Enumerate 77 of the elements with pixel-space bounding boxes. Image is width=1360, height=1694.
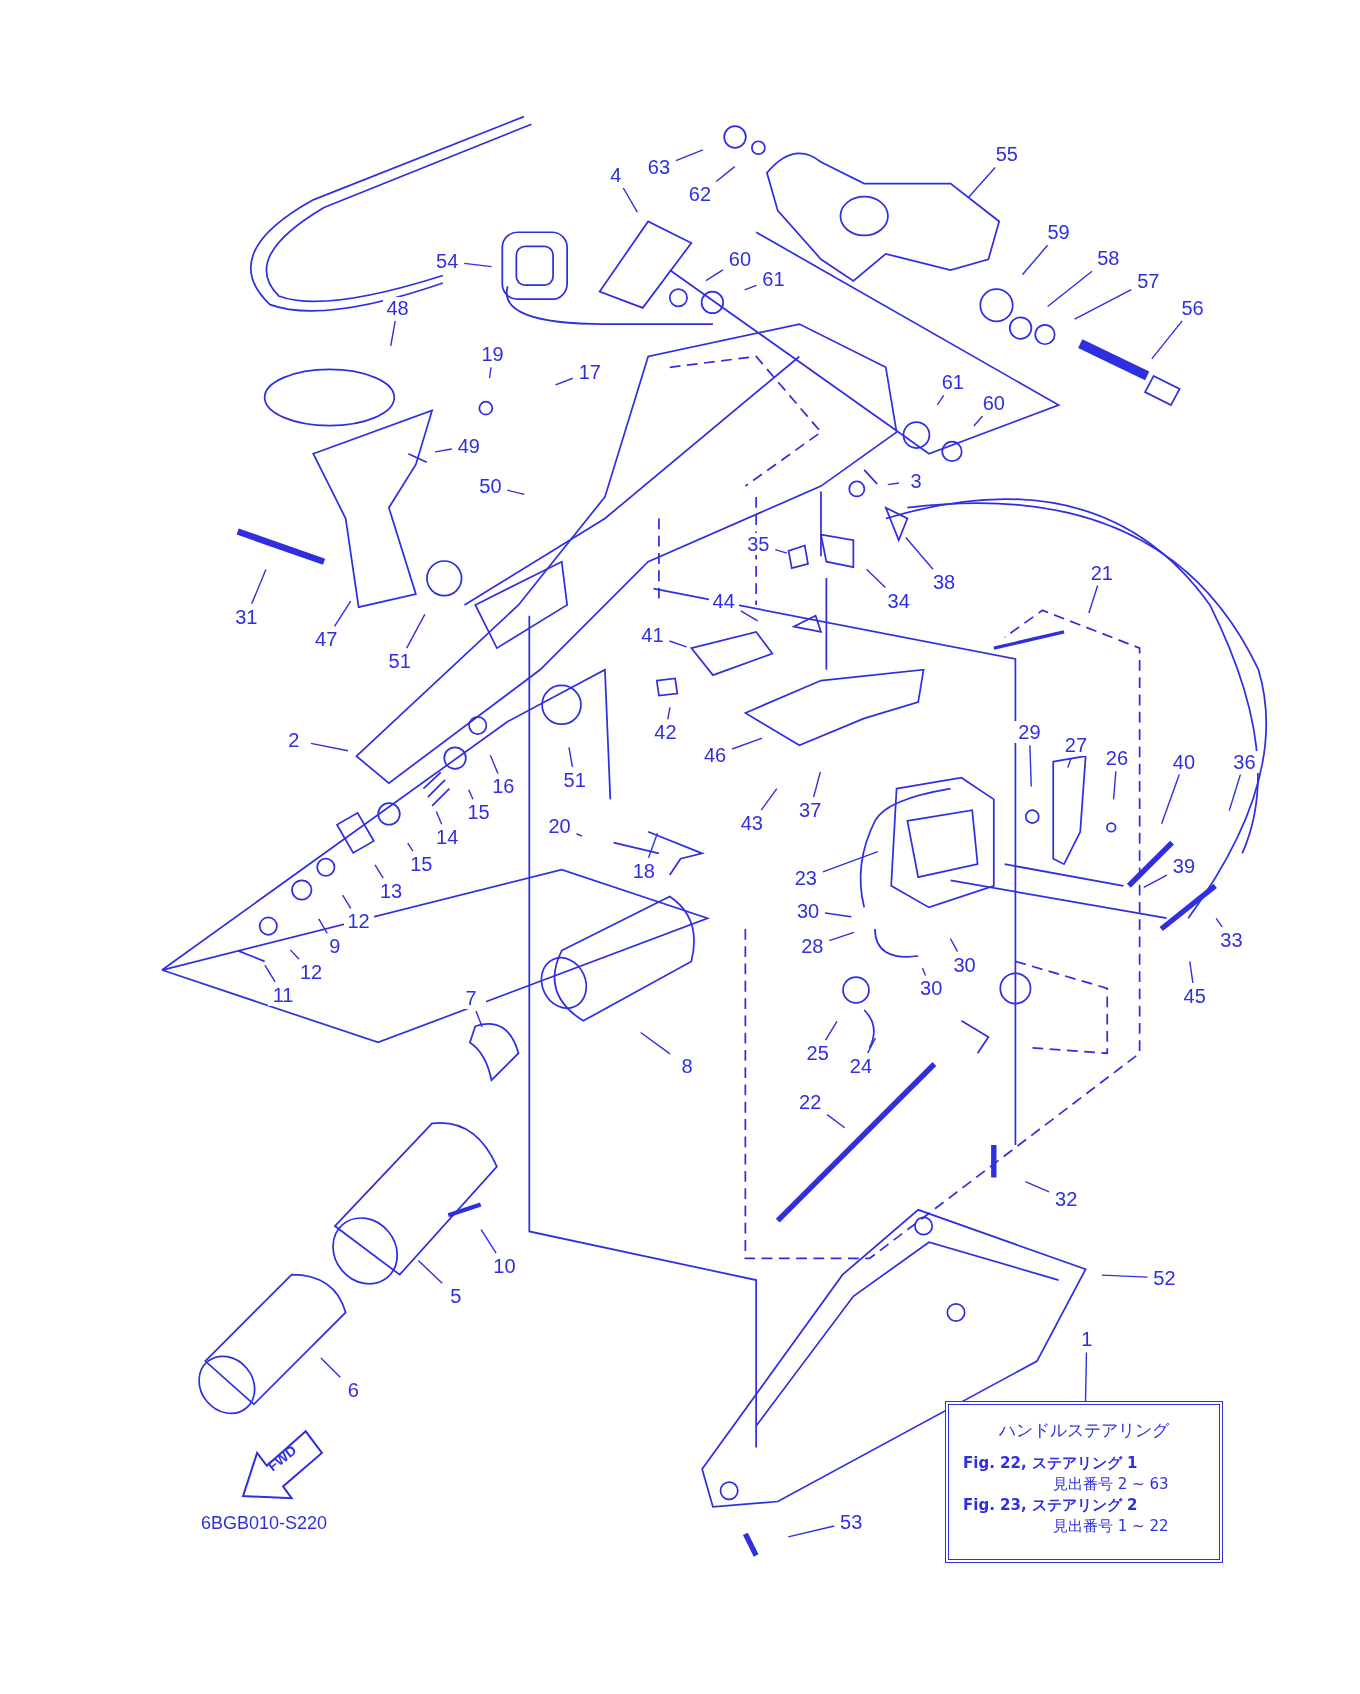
leader-line xyxy=(251,568,267,605)
leader-line xyxy=(812,771,822,798)
leader-line xyxy=(434,448,453,453)
drawing-code: 6BGB010-S220 xyxy=(200,1513,327,1535)
leader-line xyxy=(1215,917,1223,928)
leader-line xyxy=(554,377,574,386)
leader-line xyxy=(667,706,671,721)
leader-line xyxy=(639,1031,671,1055)
leader-line xyxy=(824,912,853,918)
leader-line xyxy=(1024,1180,1050,1193)
leader-line xyxy=(822,851,879,873)
leader-line xyxy=(668,640,688,648)
leader-line xyxy=(622,187,638,213)
leader-line xyxy=(407,842,414,852)
leader-line xyxy=(264,964,276,983)
leader-line xyxy=(1112,770,1117,801)
leader-line xyxy=(475,1010,483,1028)
leader-line xyxy=(417,1259,443,1284)
leader-line xyxy=(828,931,855,942)
leader-line xyxy=(1067,757,1072,769)
leader-line xyxy=(1189,960,1194,984)
leader-line xyxy=(1228,773,1242,812)
leader-line xyxy=(489,754,499,775)
leader-line xyxy=(787,1525,835,1538)
leader-line xyxy=(568,746,574,768)
leader-line xyxy=(774,548,788,554)
leader-line xyxy=(320,1357,341,1378)
leader-line xyxy=(973,415,984,427)
leader-line xyxy=(575,833,583,837)
leader-line xyxy=(1084,1351,1088,1402)
leader-line xyxy=(715,165,736,183)
leader-line xyxy=(887,482,900,486)
index-range: 見出番号 1 ~ 22 xyxy=(1052,1517,1170,1536)
leader-line xyxy=(905,536,934,570)
leader-line xyxy=(743,284,758,291)
leader-line xyxy=(866,1037,877,1054)
leader-line xyxy=(374,864,384,879)
panel-title: ハンドルステアリング xyxy=(998,1419,1170,1442)
leader-line xyxy=(1029,744,1032,788)
leader-line xyxy=(488,366,492,379)
leader-line xyxy=(865,568,887,589)
leader-line xyxy=(318,918,328,934)
leader-line xyxy=(435,810,443,825)
leader-line xyxy=(647,832,659,859)
leader-line xyxy=(1151,320,1183,360)
figure-reference: Fig. 22, ステアリング 1 xyxy=(963,1454,1139,1473)
leader-line xyxy=(506,489,525,496)
leader-line xyxy=(390,320,396,347)
leader-line xyxy=(949,937,959,953)
leader-line xyxy=(921,967,927,977)
leader-line xyxy=(1046,270,1093,308)
leader-line xyxy=(463,262,493,268)
leader-line xyxy=(406,613,426,649)
leader-line xyxy=(760,787,778,811)
leader-line xyxy=(967,166,996,198)
leader-line xyxy=(824,1020,838,1041)
leader-line xyxy=(310,742,349,752)
leader-line xyxy=(289,949,300,960)
leader-line xyxy=(480,1229,497,1254)
leader-line xyxy=(341,894,352,910)
leader-line xyxy=(705,269,724,282)
leader-line xyxy=(1160,773,1180,825)
info-panel xyxy=(945,1401,1223,1563)
leader-line xyxy=(1143,874,1168,888)
figure-reference: Fig. 23, ステアリング 2 xyxy=(963,1496,1139,1515)
leader-line xyxy=(731,737,763,750)
leader-line xyxy=(333,600,352,628)
leader-line xyxy=(826,1113,846,1129)
leader-line xyxy=(740,610,759,622)
leader-line xyxy=(468,789,474,801)
leader-line xyxy=(1101,1274,1149,1278)
leader-line xyxy=(1088,584,1099,614)
leader-line xyxy=(675,149,704,162)
leader-line xyxy=(1021,244,1049,276)
leader-line xyxy=(1074,289,1132,320)
index-range: 見出番号 2 ~ 63 xyxy=(1052,1475,1170,1494)
leader-line xyxy=(936,394,945,406)
